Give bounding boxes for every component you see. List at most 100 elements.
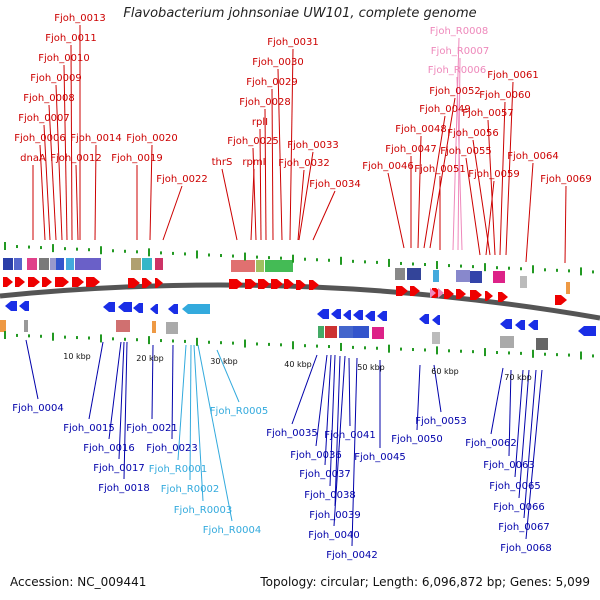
forward-gene-label: Fjoh_0033 <box>287 140 338 151</box>
feature-block <box>39 258 49 270</box>
lower-ruler-tick <box>160 339 162 343</box>
lower-ruler-tick <box>40 334 42 338</box>
reverse-gene-arrow <box>103 302 115 312</box>
reverse-gene-label: Fjoh_0045 <box>354 452 405 463</box>
upper-ruler-tick <box>40 246 42 250</box>
reverse-gene-label: Fjoh_0023 <box>146 443 197 454</box>
forward-gene-label: Fjoh_0069 <box>540 174 591 185</box>
forward-rna-label: Fjoh_R0008 <box>430 26 488 37</box>
forward-gene-label: Fjoh_0007 <box>18 113 69 124</box>
reverse-gene-arrow <box>432 315 440 325</box>
feature-block <box>50 258 56 270</box>
forward-gene-label: Fjoh_0051 <box>414 164 465 175</box>
forward-gene-label: Fjoh_0061 <box>487 70 538 81</box>
reverse-gene-label: Fjoh_0050 <box>391 434 442 445</box>
label-leader-lines <box>25 25 567 547</box>
reverse-gene-leader-line <box>333 355 346 527</box>
lower-ruler-tick <box>52 332 54 341</box>
forward-gene-arrow <box>15 277 25 287</box>
forward-gene-leader-line <box>297 169 305 241</box>
forward-gene-arrow <box>42 277 52 287</box>
scale-label: 50 kbp <box>357 363 385 372</box>
reverse-gene-label: Fjoh_0035 <box>266 428 317 439</box>
reverse-rna-arrow <box>182 304 210 314</box>
forward-gene-leader-line <box>63 64 68 241</box>
reverse-gene-leader-line <box>525 369 543 540</box>
lower-ruler-tick <box>364 346 366 350</box>
lower-ruler-tick <box>328 345 330 349</box>
upper-ruler-tick <box>472 265 474 269</box>
forward-gene-arrow <box>3 277 13 287</box>
upper-ruler-tick <box>268 256 270 260</box>
forward-gene-label: thrS <box>212 157 233 168</box>
scale-label: 30 kbp <box>210 357 238 366</box>
feature-block <box>432 332 440 344</box>
forward-gene-label: Fjoh_0008 <box>23 93 74 104</box>
reverse-gene-arrow <box>500 319 512 329</box>
reverse-gene-arrow <box>515 320 525 330</box>
forward-gene-leader-line <box>264 108 267 241</box>
lower-ruler-tick <box>208 340 210 344</box>
reverse-gene-leader-line <box>118 341 125 460</box>
lower-ruler-tick <box>376 346 378 350</box>
accession-text: Accession: NC_009441 <box>10 575 147 589</box>
lower-ruler-tick <box>532 349 534 358</box>
forward-gene-leader-line <box>485 180 495 256</box>
forward-gene-leader-line <box>94 144 97 241</box>
feature-block <box>24 320 28 332</box>
forward-gene-leader-line <box>487 119 496 256</box>
reverse-gene-leader-line <box>108 341 122 440</box>
lower-ruler-tick <box>280 343 282 347</box>
forward-gene-leader-line <box>499 101 506 256</box>
reverse-gene-arrow <box>317 309 329 319</box>
upper-ruler-tick <box>436 261 438 270</box>
forward-gene-arrow <box>470 290 482 300</box>
forward-gene-arrow <box>410 286 420 296</box>
lower-ruler-tick <box>580 351 582 360</box>
lower-ruler-tick <box>172 339 174 343</box>
feature-block <box>27 258 37 270</box>
forward-gene-arrow <box>86 277 100 287</box>
gene-labels: Fjoh_0013Fjoh_0011Fjoh_0010Fjoh_0009Fjoh… <box>12 13 591 561</box>
forward-gene-label: Fjoh_0034 <box>309 179 360 190</box>
forward-gene-leader-line <box>525 162 534 263</box>
reverse-rna-leader-line <box>177 344 187 461</box>
reverse-gene-leader-line <box>25 339 39 400</box>
reverse-rna-label: Fjoh_R0002 <box>161 484 219 495</box>
upper-ruler-tick <box>460 264 462 268</box>
upper-ruler-tick <box>220 254 222 258</box>
reverse-gene-label: Fjoh_0021 <box>126 423 177 434</box>
forward-gene-leader-line <box>277 68 283 241</box>
reverse-gene-label: Fjoh_0038 <box>304 490 355 501</box>
forward-gene-leader-line <box>55 84 63 241</box>
forward-gene-arrow <box>284 279 294 289</box>
feature-block <box>318 326 324 338</box>
reverse-gene-label: Fjoh_0015 <box>63 423 114 434</box>
upper-ruler-tick <box>520 267 522 271</box>
forward-gene-leader-line <box>465 157 481 256</box>
forward-gene-leader-line <box>312 190 336 241</box>
reverse-rna-label: Fjoh_R0004 <box>203 525 261 536</box>
forward-gene-label: Fjoh_0048 <box>395 124 446 135</box>
feature-block <box>372 327 384 339</box>
reverse-gene-leader-line <box>416 364 421 431</box>
lower-ruler-tick <box>388 344 390 353</box>
reverse-gene-label: Fjoh_0018 <box>98 483 149 494</box>
scale-label: 60 kbp <box>431 367 459 376</box>
feature-block <box>3 258 13 270</box>
reverse-gene-label: Fjoh_0039 <box>309 510 360 521</box>
reverse-gene-label: Fjoh_0066 <box>493 502 544 513</box>
lower-ruler-tick <box>544 352 546 356</box>
reverse-rna-leader-line <box>193 344 204 502</box>
reverse-rna-label: Fjoh_R0003 <box>174 505 232 516</box>
feature-block <box>395 268 405 280</box>
upper-ruler-tick <box>340 256 342 265</box>
feature-block <box>520 276 527 288</box>
forward-gene-label: Fjoh_0012 <box>50 153 101 164</box>
lower-ruler-tick <box>412 348 414 352</box>
lower-ruler-tick <box>196 337 198 346</box>
reverse-gene-label: Fjoh_0063 <box>483 460 534 471</box>
upper-ruler-tick <box>76 247 78 251</box>
forward-gene-leader-line <box>39 144 46 241</box>
forward-gene-arrow <box>271 279 283 289</box>
